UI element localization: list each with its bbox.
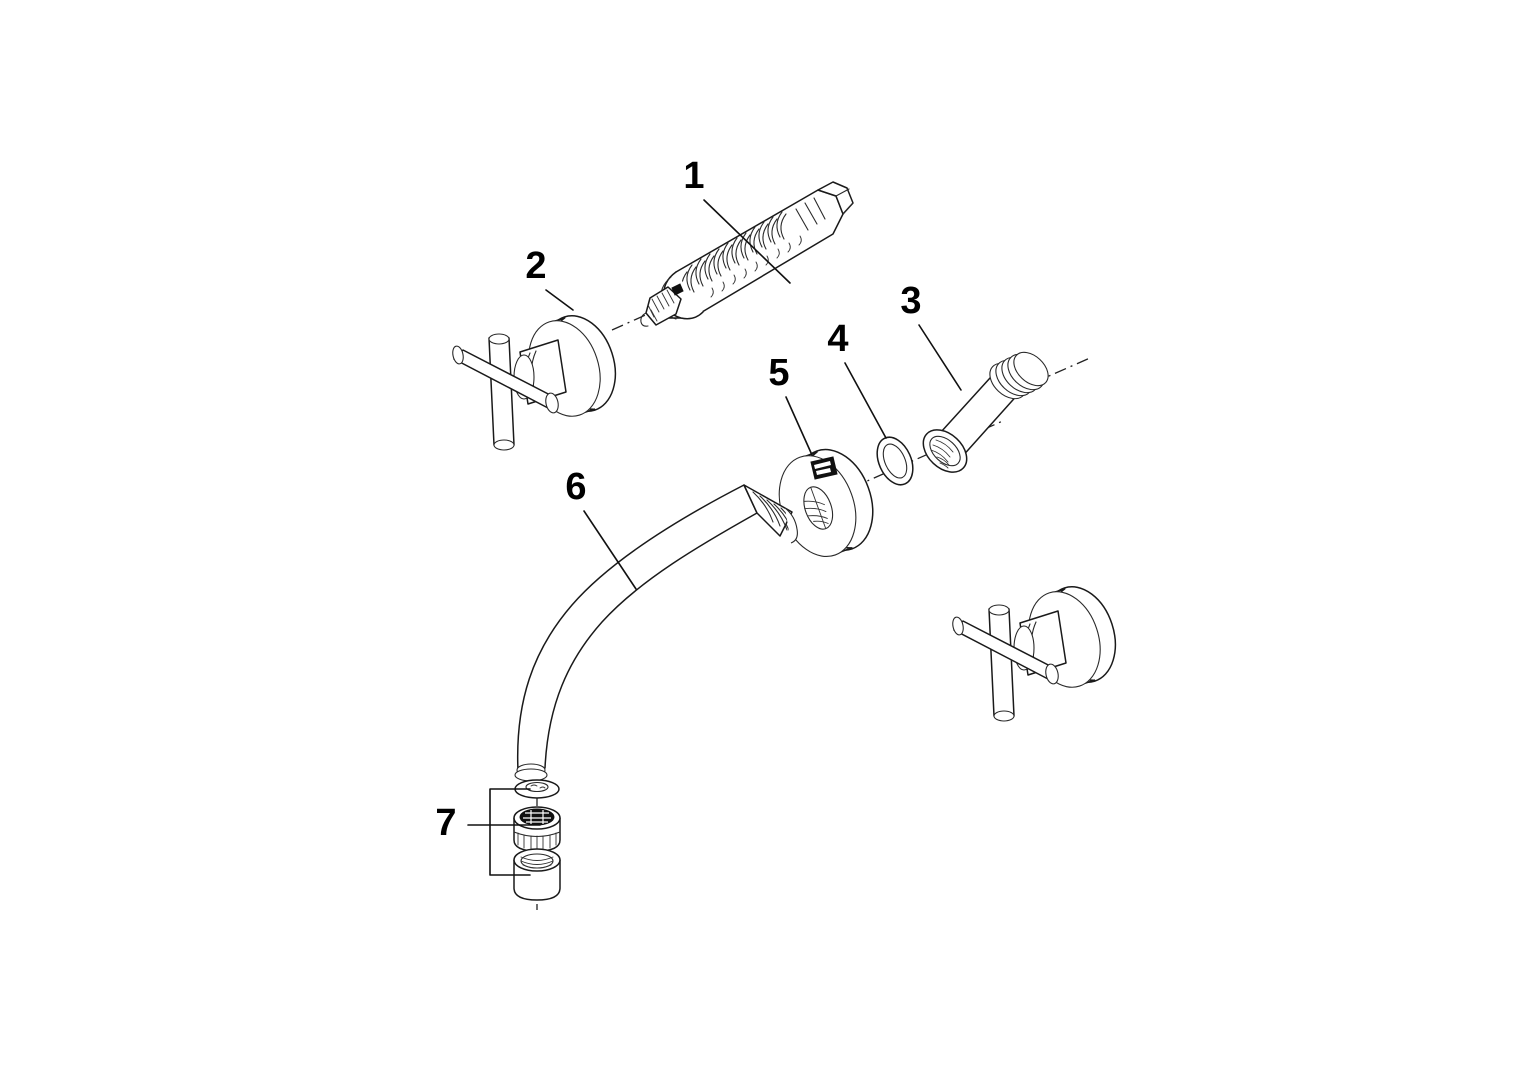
handle-left-arm-vertical	[488, 337, 515, 446]
spout-inlet-end	[784, 507, 798, 544]
part-o-ring[interactable]	[870, 432, 920, 491]
cartridge-cap-edge	[835, 188, 850, 197]
flange-brand-stamp	[810, 456, 838, 480]
coupling-external-threads	[989, 351, 1049, 400]
part-valve-cartridge[interactable]	[640, 181, 854, 327]
handle-right-arm-d-end1	[952, 616, 964, 636]
part-curved-spout[interactable]	[514, 484, 798, 782]
callout-leader-4	[844, 362, 887, 439]
part-cross-handle-left[interactable]	[451, 306, 627, 451]
cartridge-ring-a	[813, 197, 826, 220]
aerator-housing	[513, 848, 561, 901]
callout-number-6[interactable]: 6	[565, 466, 586, 508]
handle-right-arm-d-end2	[1045, 663, 1059, 685]
cartridge-cap-edge-2	[842, 202, 854, 215]
handle-left-arm-v-top	[488, 333, 510, 345]
cartridge-ring-b	[804, 202, 818, 225]
callout-leader-5	[785, 396, 813, 456]
callout-number-4[interactable]: 4	[827, 318, 848, 360]
handle-left-arm-d-end1	[452, 345, 464, 365]
cartridge-ribs	[681, 211, 787, 298]
callout-leader-3	[918, 324, 962, 391]
coupling-internal-threads	[930, 439, 954, 469]
flange-bore-threads	[803, 500, 829, 524]
part-cross-handle-right[interactable]	[951, 577, 1127, 722]
handle-left-arm-v-bottom	[493, 439, 515, 451]
aerator-knurl	[517, 832, 557, 851]
cartridge-stem-tip	[640, 312, 649, 327]
flange-bore-centerline	[810, 486, 827, 530]
o-ring-inner	[882, 443, 908, 479]
callout-number-1[interactable]: 1	[683, 155, 704, 197]
callout-bracket-7	[489, 788, 531, 876]
callout-number-2[interactable]: 2	[525, 245, 546, 287]
spout-tube-body	[516, 484, 758, 772]
part-coupling-nipple[interactable]	[915, 346, 1054, 481]
callout-number-7[interactable]: 7	[435, 802, 456, 844]
callout-number-3[interactable]: 3	[900, 280, 921, 322]
part-spout-flange[interactable]	[766, 439, 886, 568]
handle-right-arm-v-top	[988, 604, 1010, 616]
flange-group	[778, 448, 874, 558]
spout-outlet-rim	[514, 768, 548, 782]
handle-right-arm-vertical	[988, 608, 1015, 717]
callout-numbers: 1 2 3 45 6 7	[435, 155, 921, 844]
coupling-bore	[929, 435, 961, 467]
cartridge-ring-c	[795, 208, 809, 231]
cartridge-splined-stem	[645, 286, 682, 326]
handle-right-arm-v-bottom	[993, 710, 1015, 722]
handle-left-arm-d-end2	[545, 392, 559, 414]
spout-threaded-inlet	[743, 484, 798, 544]
cartridge-seal-dots	[710, 235, 802, 298]
part-aerator-assembly[interactable]	[513, 779, 561, 901]
callout-leader-6	[583, 510, 637, 590]
callout-leader-2	[545, 289, 574, 311]
aerator-insert	[513, 806, 561, 852]
cartridge-keyway	[671, 283, 684, 296]
callout-leader-1	[703, 199, 791, 284]
aerator-housing-threads	[520, 856, 554, 869]
cartridge-splines	[647, 289, 675, 322]
aerator-band-line	[513, 831, 561, 838]
callout-number-5[interactable]: 5	[768, 352, 789, 394]
callout-leaders	[467, 199, 962, 876]
